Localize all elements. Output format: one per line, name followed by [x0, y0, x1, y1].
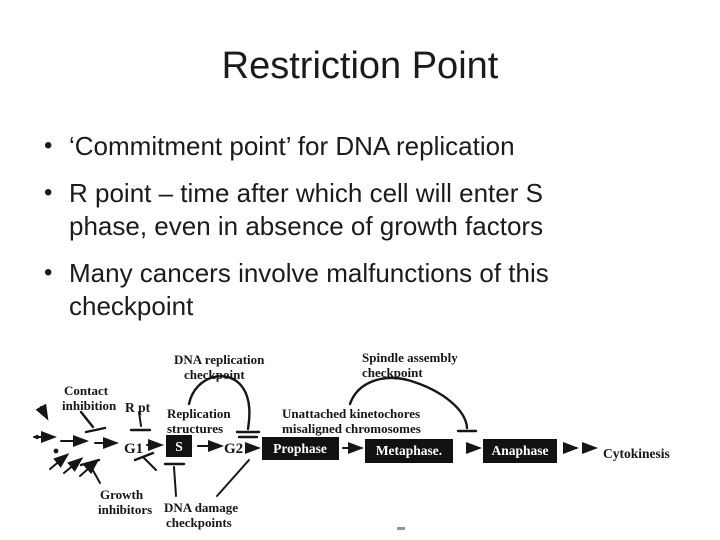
label-spindle-assembly-checkpoint: Spindle assembly [362, 350, 458, 365]
dna-replication-checkpoint-arc [187, 375, 261, 439]
bullet-item-commitment-point: ‘Commitment point’ for DNA replication [42, 129, 642, 163]
growth-factor-arrows [33, 403, 119, 477]
bullet-item-cancers: Many cancers involve malfunctions of thi… [42, 256, 642, 323]
label-unattached-kinetochores: Unattached kinetochores [282, 406, 420, 421]
label-replication-structures-2: structures [167, 421, 223, 436]
stage-cytokinesis: Cytokinesis [603, 446, 670, 461]
label-replication-structures: Replication [167, 406, 231, 421]
stage-metaphase-box [365, 439, 453, 463]
label-growth-inhibitors: Growth [100, 487, 144, 502]
spindle-assembly-checkpoint-arc [348, 376, 478, 433]
bullet-line: R point – time after which cell will ent… [69, 178, 543, 208]
label-growth-inhibitors-2: inhibitors [98, 502, 152, 517]
stage-s-box [166, 435, 192, 457]
stage-g2: G2 [224, 441, 243, 457]
label-dna-damage-checkpoints-2: checkpoints [166, 515, 232, 530]
slide-title: Restriction Point [221, 45, 499, 87]
label-dna-damage-checkpoints: DNA damage [164, 500, 238, 515]
label-contact-inhibition-2: inhibition [62, 398, 117, 413]
bullet-item-r-point: R point – time after which cell will ent… [42, 176, 642, 243]
bullet-line: phase, even in absence of growth factors [69, 211, 544, 241]
stage-prophase-box [262, 437, 339, 460]
bullet-line: checkpoint [69, 291, 194, 321]
bullet-line: ‘Commitment point’ for DNA replication [69, 131, 515, 161]
label-spindle-assembly-checkpoint-2: checkpoint [362, 365, 423, 380]
growth-inhibitors-inhibitor [79, 451, 157, 484]
cell-cycle-diagram: DNA replication checkpoint Spindle assem… [33, 350, 670, 530]
label-r-point: R pt [125, 400, 151, 415]
r-point-inhibitor [129, 411, 152, 432]
bullet-line: Many cancers involve malfunctions of thi… [69, 258, 549, 288]
stage-prophase: Prophase [273, 441, 327, 456]
stage-s: S [175, 439, 183, 454]
label-unattached-kinetochores-2: misaligned chromosomes [282, 421, 421, 436]
stage-anaphase: Anaphase [491, 443, 548, 458]
stage-anaphase-box [483, 439, 557, 463]
stage-metaphase: Metaphase. [376, 443, 442, 458]
stage-g1: G1 [124, 441, 143, 457]
label-contact-inhibition: Contact [64, 383, 109, 398]
dna-damage-checkpoints-inhibitor [163, 459, 250, 497]
scan-artifact-mark [397, 527, 405, 530]
contact-inhibition-inhibitor [79, 410, 107, 434]
bullet-list: ‘Commitment point’ for DNA replication R… [42, 129, 642, 337]
label-dna-replication-checkpoint: DNA replication [174, 352, 265, 367]
